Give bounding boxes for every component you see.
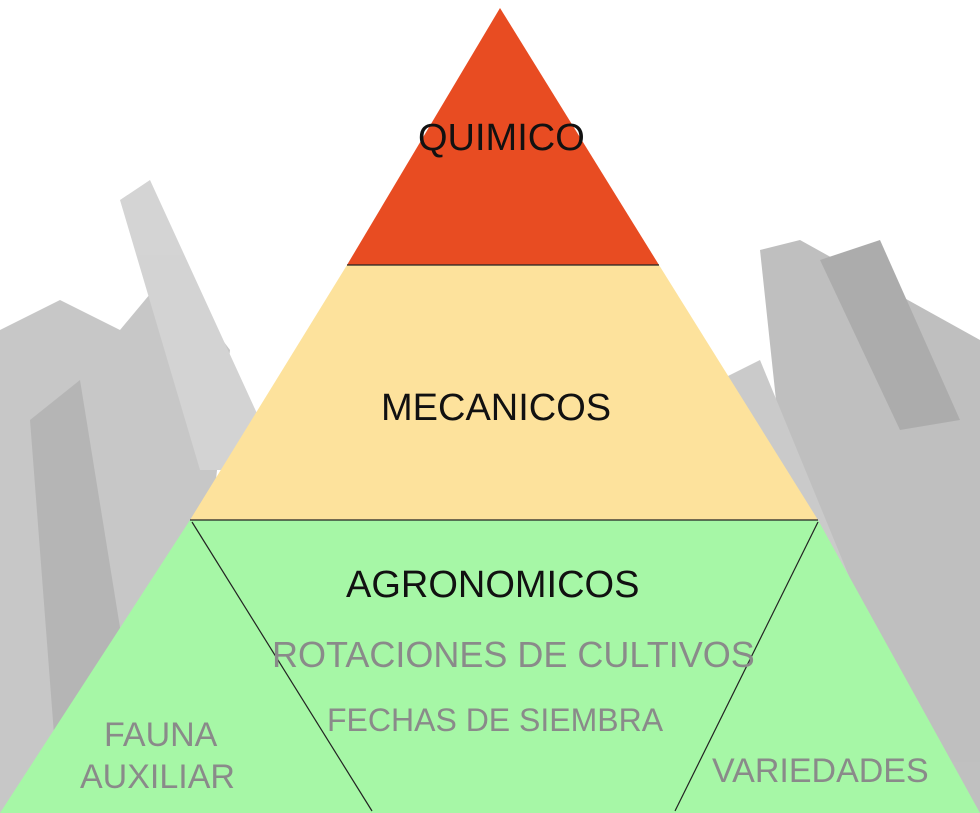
base-inner-left-line (191, 521, 373, 812)
rotaciones-label: ROTACIONES DE CULTIVOS (272, 634, 755, 675)
quimico-label: QUIMICO (418, 117, 585, 159)
fechas-siembra-label: FECHAS DE SIEMBRA (327, 702, 664, 738)
base-inner-right-line (674, 521, 819, 812)
auxiliar-label: AUXILIAR (80, 758, 235, 796)
agronomicos-label: AGRONOMICOS (346, 564, 640, 606)
pyramid-middle-tier (190, 265, 818, 520)
pyramid-top-tier (347, 8, 659, 265)
variedades-label: VARIEDADES (712, 752, 929, 790)
fauna-label: FAUNA (104, 716, 218, 754)
mecanicos-label: MECANICOS (381, 387, 612, 429)
pyramid-base-tier (0, 520, 980, 813)
